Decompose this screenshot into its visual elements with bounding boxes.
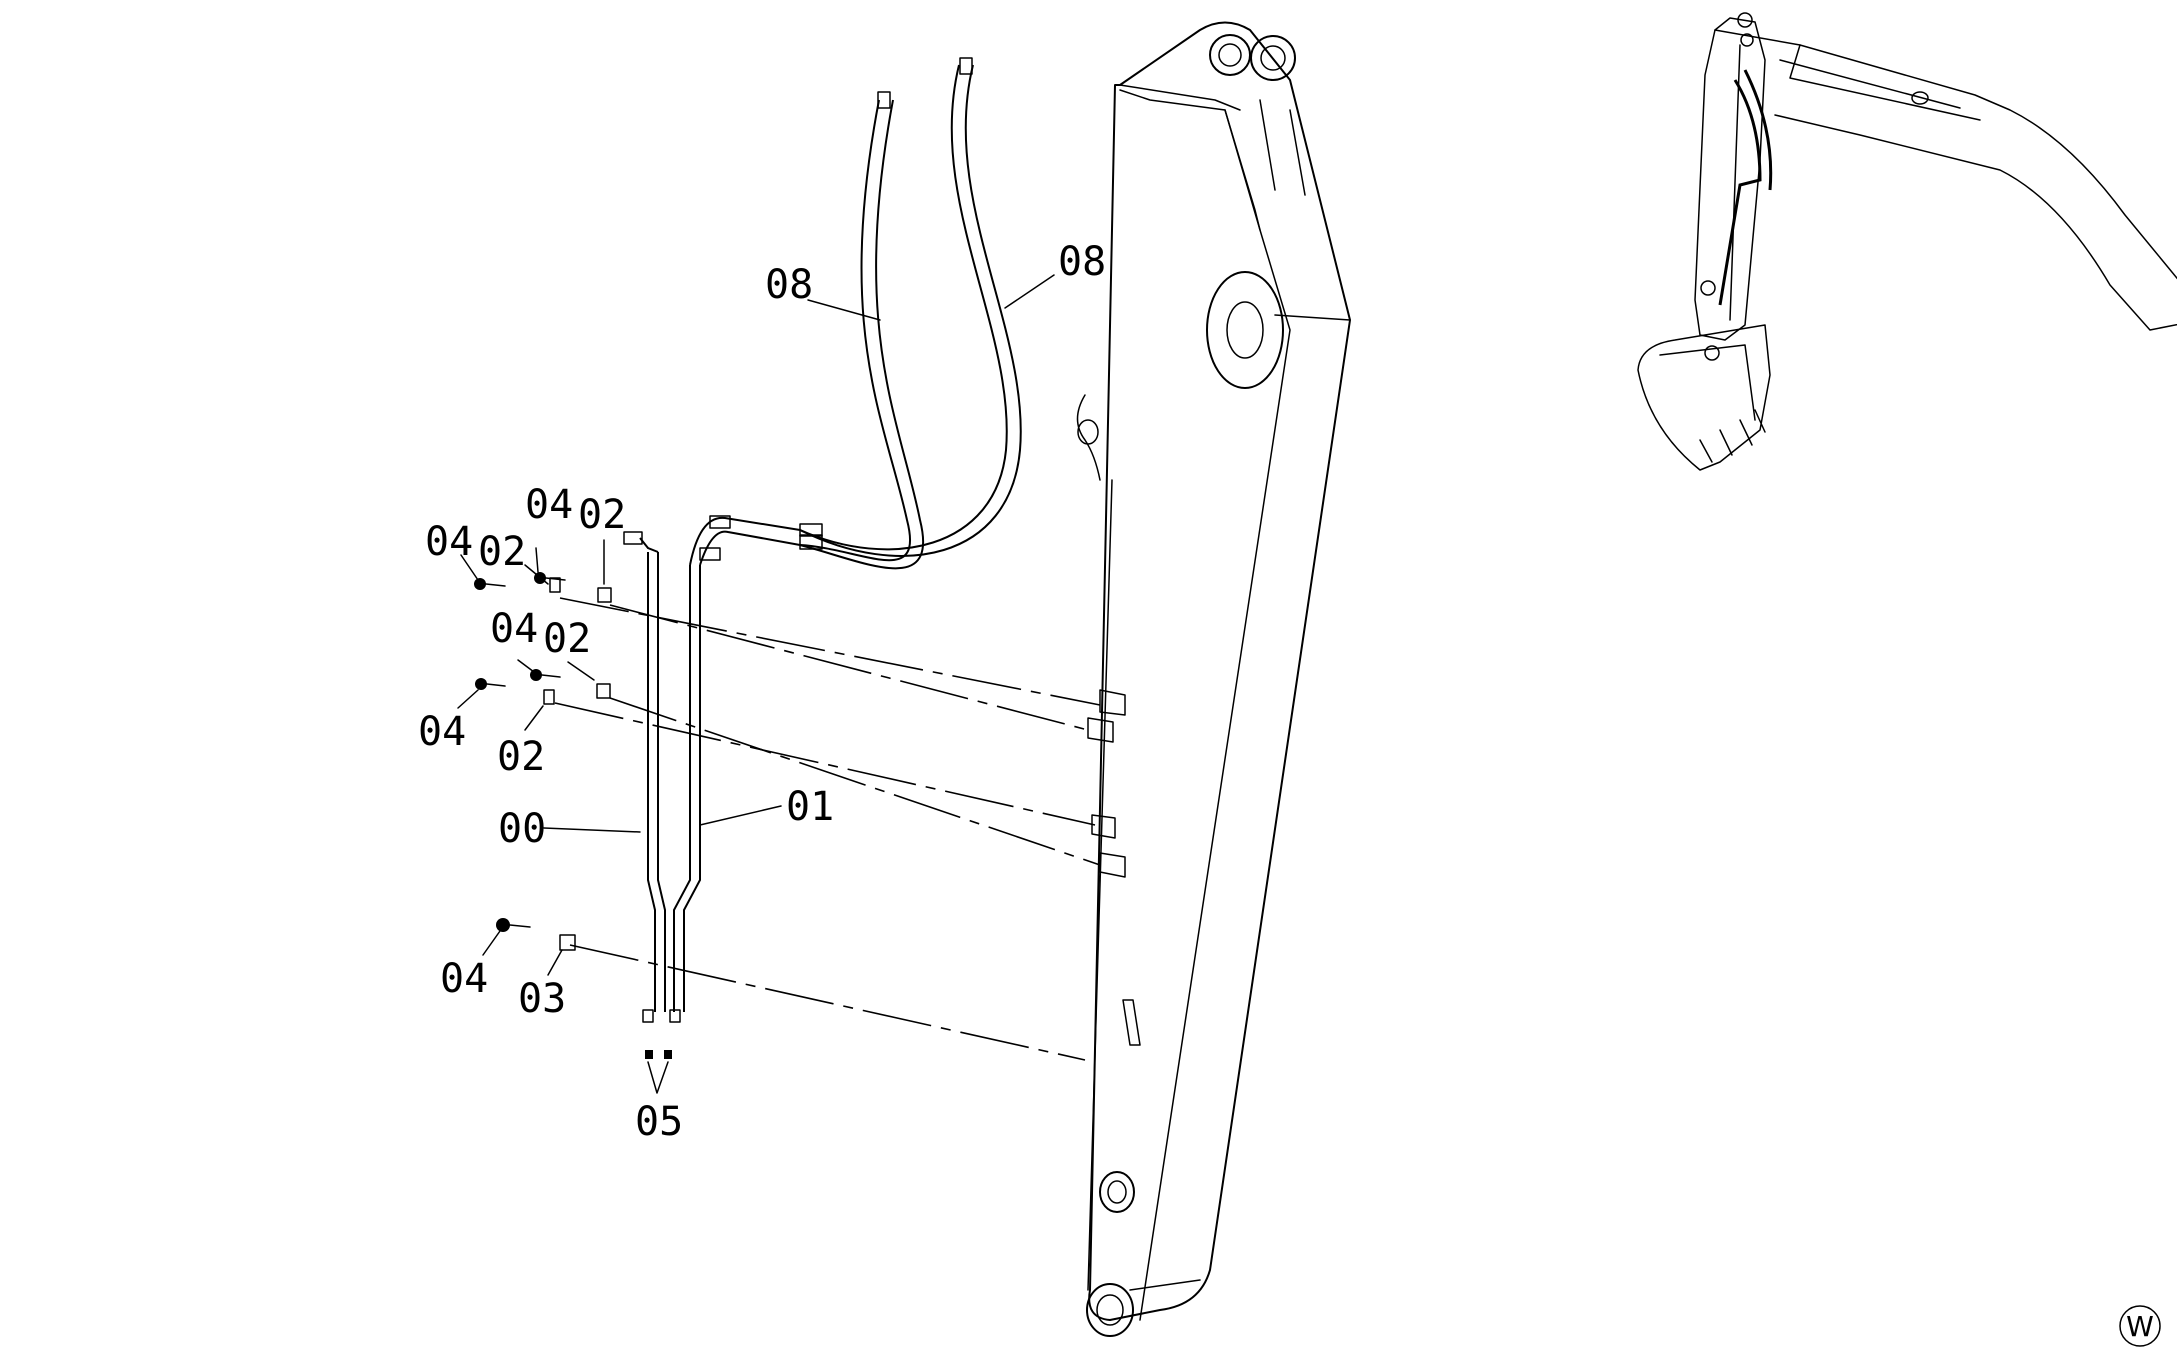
label-02-left-upper: 02 [478,529,526,575]
watermark-letter: W [2126,1310,2154,1343]
leader-lines [457,274,1055,1094]
assembly-lines [554,597,1101,1061]
pipe-01 [669,515,801,1023]
label-03: 03 [518,976,566,1022]
hoses-08 [799,57,1022,570]
label-04-mid: 04 [490,606,538,652]
watermark-badge: W [2119,1305,2161,1347]
label-02-top: 02 [578,492,626,538]
label-00: 00 [498,806,546,852]
part-labels: 08 08 04 02 04 02 04 02 04 02 00 01 04 0… [418,239,1106,1145]
label-01: 01 [786,784,834,830]
label-02-lower: 02 [497,734,545,780]
label-04-left-lower: 04 [418,709,466,755]
label-05: 05 [635,1099,683,1145]
label-04-top: 04 [525,482,573,528]
label-04-left-upper: 04 [425,519,473,565]
pipe-00 [623,531,666,1023]
label-04-bottom: 04 [440,956,488,1002]
label-08-left: 08 [765,262,813,308]
boom-arm [1076,21,1351,1337]
label-08-right: 08 [1058,239,1106,285]
label-02-mid: 02 [543,616,591,662]
machine-thumbnail [1637,12,2177,471]
